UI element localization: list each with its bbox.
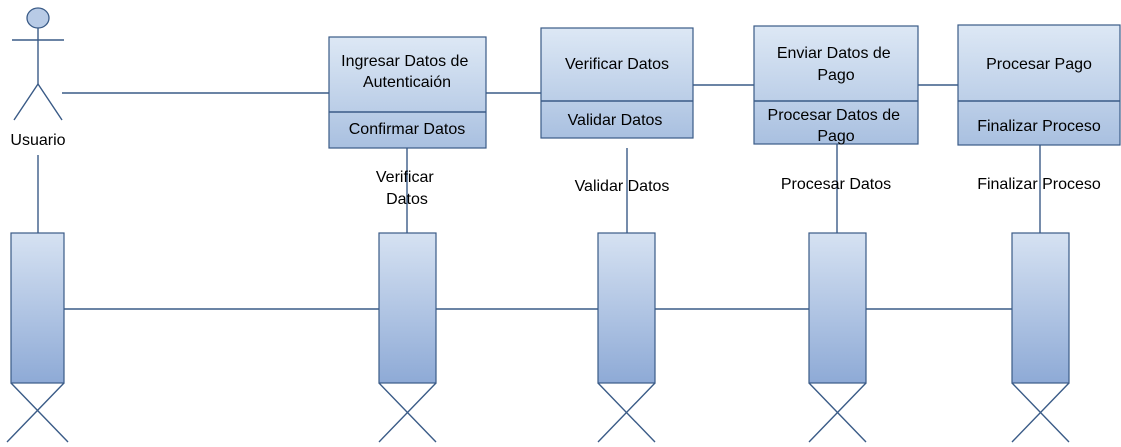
- object-3-destruction-x: [808, 382, 867, 443]
- object-connection-line: [62, 84, 958, 94]
- object-3-operation: Procesar Datos de Pago: [768, 107, 905, 145]
- object-2-activation-bar: [597, 232, 656, 384]
- actor-head: [26, 7, 50, 29]
- object-4-destruction-x: [1011, 382, 1070, 443]
- actor-destruction-x: [6, 382, 69, 443]
- object-box-3: Enviar Datos de Pago Procesar Datos de P…: [753, 25, 919, 145]
- lifeline-3-label: Procesar Datos: [781, 176, 891, 193]
- actor-usuario: Usuario: [10, 7, 66, 149]
- object-box-2: Verificar Datos Validar Datos: [540, 27, 694, 139]
- object-1-operation: Confirmar Datos: [349, 121, 465, 138]
- object-1-activation-bar: [378, 232, 437, 384]
- stick-figure-icon: [12, 28, 64, 121]
- object-4-activation-bar: [1011, 232, 1070, 384]
- lifeline-4-label: Finalizar Proceso: [977, 176, 1101, 193]
- lifeline-1-label: Verificar Datos: [376, 169, 438, 208]
- object-2-title: Verificar Datos: [565, 56, 669, 73]
- object-2-operation: Validar Datos: [568, 112, 663, 129]
- object-3-title: Enviar Datos de Pago: [777, 45, 895, 84]
- actor-activation-bar: [10, 232, 65, 384]
- object-box-1: Ingresar Datos de Autenticaión Confirmar…: [328, 36, 487, 149]
- object-3-activation-bar: [808, 232, 867, 384]
- object-2-destruction-x: [597, 382, 656, 443]
- object-1-destruction-x: [378, 382, 437, 443]
- actor-name: Usuario: [10, 132, 65, 149]
- lifeline-2-label: Validar Datos: [575, 178, 670, 195]
- object-box-4: Procesar Pago Finalizar Proceso: [957, 24, 1121, 146]
- object-4-title: Procesar Pago: [986, 56, 1092, 73]
- object-4-operation: Finalizar Proceso: [977, 118, 1101, 135]
- object-1-title: Ingresar Datos de Autenticaión: [341, 53, 473, 91]
